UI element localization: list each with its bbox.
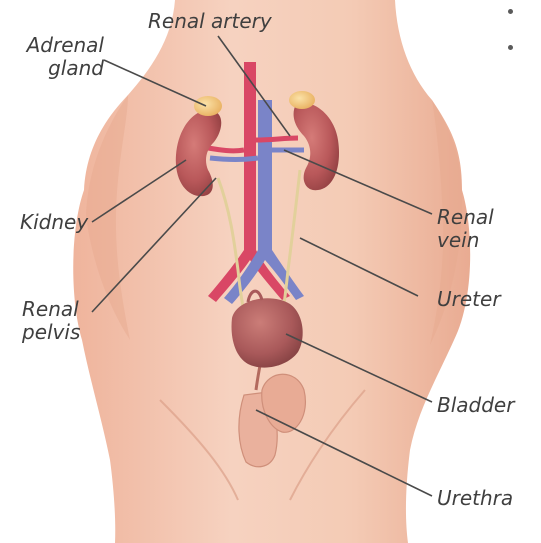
adrenal-gland-right <box>289 91 315 109</box>
label-kidney: Kidney <box>20 211 88 234</box>
label-renal-vein: Renal vein <box>437 206 541 252</box>
renal-artery-left <box>208 148 244 151</box>
label-urethra: Urethra <box>437 487 513 510</box>
renal-vein-left <box>210 158 258 160</box>
adrenal-gland-left <box>194 96 222 116</box>
label-ureter: Ureter <box>437 288 501 311</box>
bladder-organ <box>232 298 303 367</box>
bullet-mark-2 <box>508 45 513 50</box>
label-adrenal-gland: Adrenal gland <box>12 34 104 80</box>
renal-artery-right <box>256 138 298 140</box>
label-renal-pelvis: Renal pelvis <box>22 298 80 344</box>
label-renal-artery: Renal artery <box>148 10 272 33</box>
bullet-mark-1 <box>508 9 513 14</box>
label-bladder: Bladder <box>437 394 514 417</box>
